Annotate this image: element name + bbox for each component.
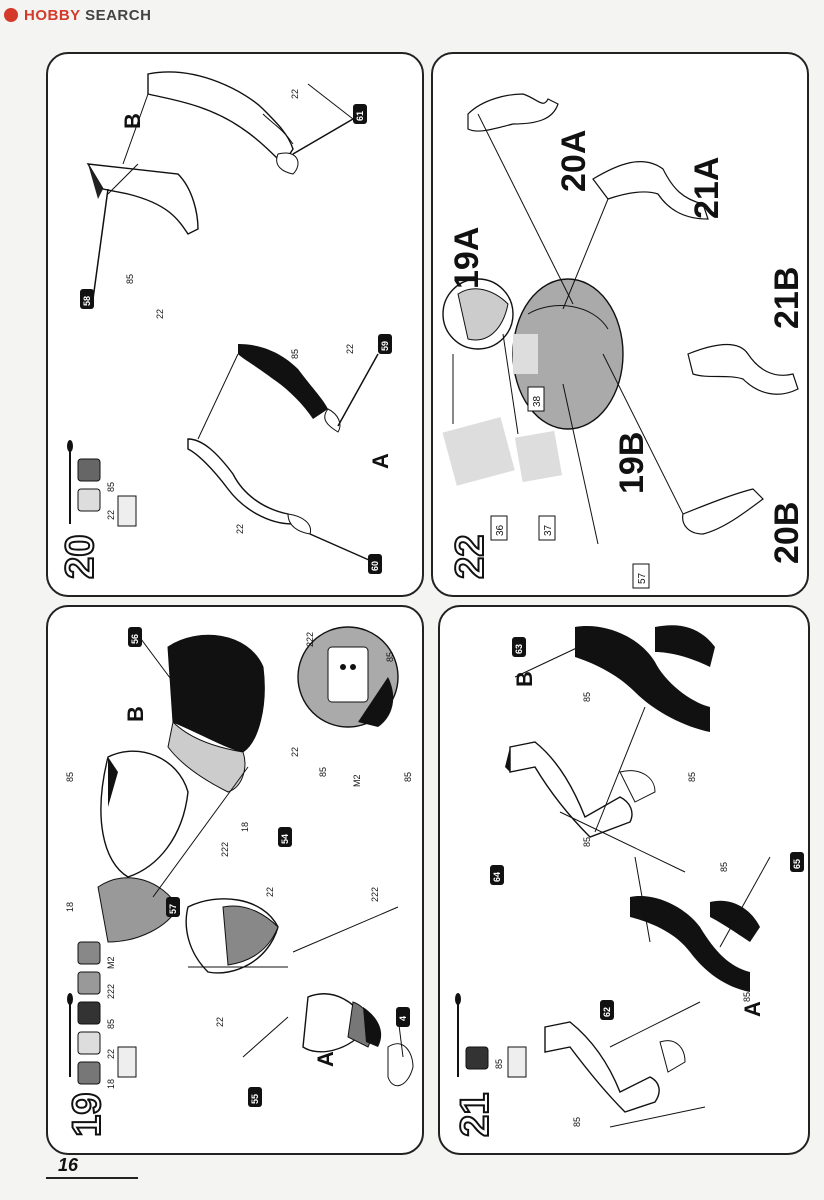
assembly-19-22-panel: 20A 21A 19A 21B 19B 20B 22 36 37 38 57 (431, 52, 809, 597)
svg-text:222: 222 (220, 842, 230, 857)
svg-text:18: 18 (106, 1079, 116, 1089)
part-tag-63: 63 (512, 637, 526, 657)
part-tag-58: 58 (80, 289, 94, 309)
svg-text:61: 61 (355, 111, 365, 121)
sub-a-label: A (740, 1001, 765, 1017)
part-tag-54: 54 (278, 827, 292, 847)
svg-text:22: 22 (265, 887, 275, 897)
svg-text:19A: 19A (448, 227, 486, 289)
step-20-number: 20 (58, 535, 102, 580)
svg-text:60: 60 (370, 561, 380, 571)
svg-text:62: 62 (602, 1007, 612, 1017)
sub-a-label: A (313, 1051, 338, 1067)
page-number: 16 (58, 1155, 79, 1175)
svg-text:85: 85 (582, 837, 592, 847)
svg-text:85: 85 (719, 862, 729, 872)
boxed-part-38: 38 (527, 386, 545, 412)
svg-text:37: 37 (543, 524, 554, 536)
svg-text:222: 222 (305, 632, 315, 647)
step-19-panel: 19 18 22 85 222 M2 (46, 605, 424, 1155)
svg-text:M2: M2 (352, 774, 362, 787)
svg-text:85: 85 (742, 992, 752, 1002)
part-tag-61: 61 (353, 104, 367, 124)
step-20-diagram: 20 85 22 (57, 71, 393, 580)
svg-text:18: 18 (240, 822, 250, 832)
svg-text:85: 85 (125, 274, 135, 284)
svg-text:18: 18 (65, 902, 75, 912)
boxed-part-57: 57 (632, 563, 650, 589)
step-21-panel: 21 85 B A 85 85 (438, 605, 810, 1155)
svg-text:21A: 21A (688, 157, 726, 219)
svg-text:20A: 20A (555, 130, 593, 192)
svg-text:22: 22 (155, 309, 165, 319)
svg-text:85: 85 (290, 349, 300, 359)
part-tag-60: 60 (368, 554, 382, 574)
part-tag-56: 56 (128, 627, 142, 647)
step-21-diagram: 21 85 B A 85 85 (452, 625, 804, 1138)
svg-text:22: 22 (106, 510, 116, 520)
part-tag-57: 57 (166, 897, 180, 917)
svg-text:54: 54 (280, 834, 290, 844)
svg-text:22: 22 (106, 1049, 116, 1059)
sub-b-label: B (123, 706, 148, 722)
sub-a-label: A (368, 453, 393, 469)
svg-text:58: 58 (82, 296, 92, 306)
step-20-panel: 20 85 22 (46, 52, 424, 597)
svg-text:22: 22 (215, 1017, 225, 1027)
part-tag-62: 62 (600, 1000, 614, 1020)
site-header: HOBBY SEARCH (4, 4, 151, 26)
part-tag-65: 65 (790, 852, 804, 872)
part-tag-64: 64 (490, 865, 504, 885)
svg-text:22: 22 (448, 535, 492, 580)
part-tag-4: 4 (396, 1007, 410, 1027)
step-19-diagram: 19 18 22 85 222 M2 (64, 626, 414, 1138)
svg-text:65: 65 (792, 859, 802, 869)
paint-pots: 85 22 (67, 440, 137, 527)
svg-text:57: 57 (637, 572, 648, 584)
svg-text:85: 85 (65, 772, 75, 782)
step-21-number: 21 (453, 1093, 497, 1138)
svg-text:M2: M2 (106, 956, 116, 969)
boxed-part-37: 37 (538, 515, 556, 541)
svg-text:85: 85 (572, 1117, 582, 1127)
svg-text:64: 64 (492, 872, 502, 882)
part-tag-55: 55 (248, 1087, 262, 1107)
paint-pots: 18 22 85 222 M2 (67, 941, 137, 1089)
svg-text:22: 22 (235, 524, 245, 534)
sub-b-label: B (512, 671, 537, 687)
svg-text:4: 4 (398, 1016, 408, 1021)
svg-text:85: 85 (582, 692, 592, 702)
svg-text:22: 22 (290, 747, 300, 757)
site-logo[interactable]: HOBBY SEARCH (24, 6, 152, 24)
svg-text:85: 85 (494, 1059, 504, 1069)
svg-text:63: 63 (514, 644, 524, 654)
svg-text:85: 85 (318, 767, 328, 777)
svg-text:85: 85 (687, 772, 697, 782)
svg-text:22: 22 (345, 344, 355, 354)
svg-text:222: 222 (370, 887, 380, 902)
svg-text:85: 85 (106, 1019, 116, 1029)
boxed-part-36: 36 (490, 515, 508, 541)
svg-text:19B: 19B (613, 432, 651, 494)
svg-text:59: 59 (380, 341, 390, 351)
part-tag-59: 59 (378, 334, 392, 354)
svg-text:55: 55 (250, 1094, 260, 1104)
paint-pots: 85 (455, 993, 527, 1078)
svg-text:38: 38 (532, 395, 543, 407)
sub-b-label: B (120, 113, 145, 129)
svg-text:57: 57 (168, 904, 178, 914)
hobbysearch-logo-icon (4, 8, 18, 22)
svg-text:85: 85 (385, 652, 395, 662)
step-19-number: 19 (65, 1093, 109, 1138)
assembly-diagram: 20A 21A 19A 21B 19B 20B 22 36 37 38 57 (442, 93, 806, 589)
svg-text:85: 85 (403, 772, 413, 782)
svg-text:21B: 21B (768, 267, 806, 329)
svg-text:85: 85 (106, 482, 116, 492)
svg-text:222: 222 (106, 984, 116, 999)
svg-text:22: 22 (290, 89, 300, 99)
svg-text:20B: 20B (768, 502, 806, 564)
page-number-box (46, 1157, 138, 1179)
svg-text:36: 36 (495, 524, 506, 536)
svg-text:56: 56 (130, 634, 140, 644)
